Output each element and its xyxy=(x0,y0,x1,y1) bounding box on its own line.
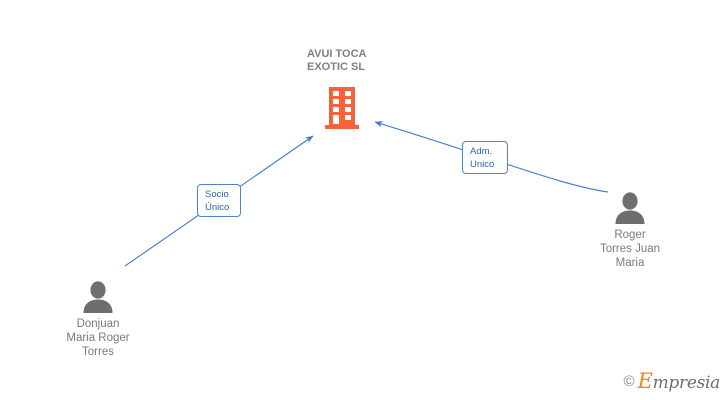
person-node-roger[interactable]: Roger Torres Juan Maria xyxy=(565,192,695,270)
person-icon xyxy=(83,281,113,313)
relation-label-adm-unico[interactable]: Adm. Unico xyxy=(462,141,508,174)
empresia-watermark: © Empresia xyxy=(623,369,721,393)
company-node[interactable]: AVUI TOCA EXOTIC SL xyxy=(307,48,457,129)
relation-label-socio-unico[interactable]: Socio Único xyxy=(197,184,241,217)
building-icon xyxy=(325,87,359,129)
brand-rest: mpresia xyxy=(652,373,721,393)
copyright-icon: © xyxy=(623,373,635,390)
company-name: AVUI TOCA EXOTIC SL xyxy=(307,48,367,73)
person-name: Roger Torres Juan Maria xyxy=(599,229,661,269)
brand-initial: E xyxy=(637,369,653,393)
person-icon xyxy=(615,192,645,224)
person-node-donjuan[interactable]: Donjuan Maria Roger Torres xyxy=(33,281,163,359)
brand-name: Empresia xyxy=(637,369,721,393)
person-name: Donjuan Maria Roger Torres xyxy=(66,318,130,358)
